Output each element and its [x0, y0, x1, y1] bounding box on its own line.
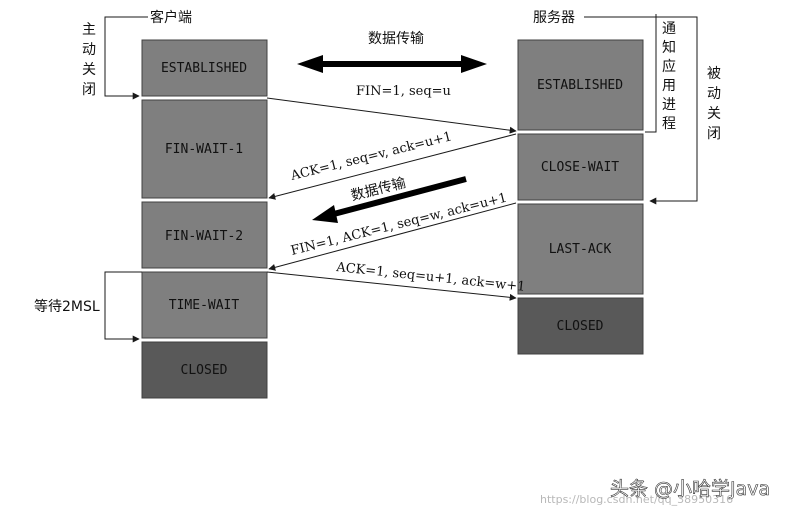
- notify-app-char-3: 应: [662, 58, 676, 75]
- client-title: 客户端: [150, 9, 192, 26]
- active-close-char-4: 闭: [82, 82, 96, 98]
- watermark-brand: 头条 @小哈学Java: [610, 478, 770, 500]
- active-close-char-2: 动: [82, 42, 96, 58]
- passive-close-char-3: 关: [707, 106, 721, 122]
- wait-2msl-bracket: [104, 271, 142, 343]
- server-state-close-wait: CLOSE-WAIT: [517, 133, 644, 201]
- notify-app-bracket: [645, 14, 657, 133]
- client-state-closed-label: CLOSED: [181, 363, 228, 378]
- server-state-closed-label: CLOSED: [557, 319, 604, 334]
- server-title: 服务器: [533, 10, 575, 26]
- passive-close-char-4: 闭: [707, 126, 721, 142]
- watermark-url: https://blog.csdn.net/qq_38950316: [540, 493, 733, 506]
- notify-app-char-5: 进: [662, 97, 676, 113]
- message-fin: FIN=1, seq=u: [266, 84, 517, 134]
- client-state-time-wait: TIME-WAIT: [141, 271, 268, 339]
- server-state-last-ack: LAST-ACK: [517, 203, 644, 295]
- notify-app-char-6: 程: [662, 116, 676, 132]
- client-state-time-wait-label: TIME-WAIT: [169, 298, 240, 313]
- notify-app-char-1: 通: [662, 21, 676, 37]
- passive-close-bracket: [584, 16, 698, 205]
- notify-app-char-4: 用: [662, 78, 676, 94]
- message-ack-2: ACK=1, seq=u+1, ack=w+1: [266, 260, 526, 301]
- active-close-bracket: [104, 16, 148, 100]
- data-transfer-mid-arrow: [312, 176, 467, 223]
- notify-app-label: 通 知 应 用 进 程: [662, 21, 676, 132]
- message-fin-label: FIN=1, seq=u: [356, 84, 451, 99]
- client-state-fin-wait-2-label: FIN-WAIT-2: [165, 229, 243, 244]
- client-state-fin-wait-1-label: FIN-WAIT-1: [165, 142, 243, 157]
- message-fin-ack: FIN=1, ACK=1, seq=w, ack=u+1: [268, 191, 517, 271]
- active-close-char-3: 关: [82, 62, 96, 78]
- passive-close-label: 被 动 关 闭: [707, 66, 721, 142]
- data-transfer-top-label: 数据传输: [368, 31, 424, 47]
- server-state-closed: CLOSED: [517, 297, 644, 355]
- message-fin-ack-label: FIN=1, ACK=1, seq=w, ack=u+1: [289, 191, 508, 259]
- server-state-established-label: ESTABLISHED: [537, 78, 623, 93]
- client-state-fin-wait-1: FIN-WAIT-1: [141, 99, 268, 199]
- client-state-established: ESTABLISHED: [141, 39, 268, 97]
- passive-close-char-2: 动: [707, 86, 721, 102]
- server-state-close-wait-label: CLOSE-WAIT: [541, 160, 619, 175]
- client-state-established-label: ESTABLISHED: [161, 61, 247, 76]
- server-state-last-ack-label: LAST-ACK: [549, 242, 612, 257]
- client-state-fin-wait-2: FIN-WAIT-2: [141, 201, 268, 269]
- notify-app-char-2: 知: [662, 39, 676, 56]
- active-close-label: 主 动 关 闭: [82, 22, 96, 98]
- message-ack-2-label: ACK=1, seq=u+1, ack=w+1: [335, 260, 526, 295]
- data-transfer-top-arrow: [297, 55, 487, 73]
- server-state-established: ESTABLISHED: [517, 39, 644, 131]
- wait-2msl-label: 等待2MSL: [34, 298, 100, 315]
- client-state-closed: CLOSED: [141, 341, 268, 399]
- active-close-char-1: 主: [82, 22, 96, 38]
- passive-close-char-1: 被: [707, 66, 721, 82]
